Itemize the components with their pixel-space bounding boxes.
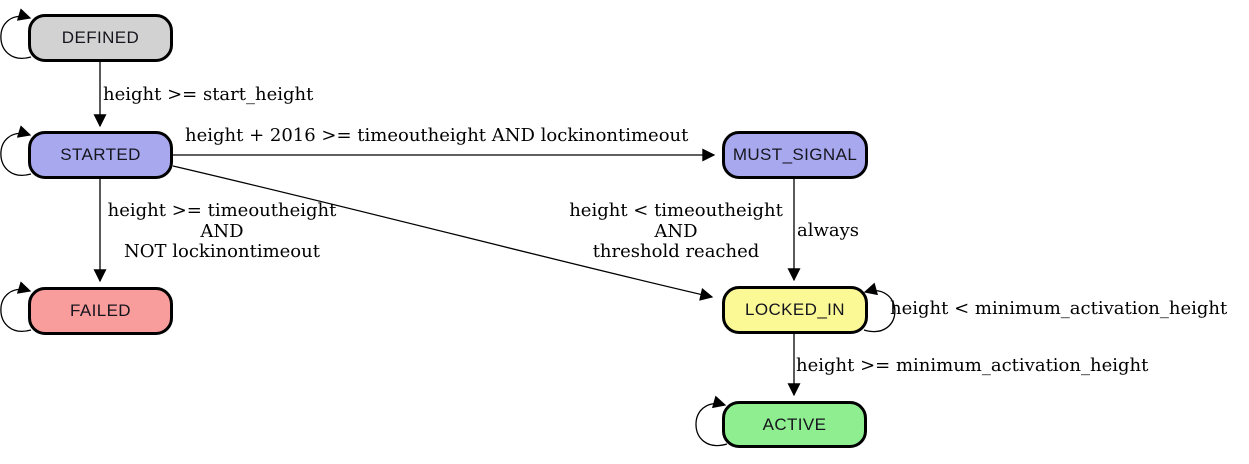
edge-label-line: NOT lockinontimeout xyxy=(124,241,320,262)
self-loop-locked-in xyxy=(863,282,896,333)
state-label-started: STARTED xyxy=(60,145,141,164)
edge-label-lockedin-self-loop: height < minimum_activation_height xyxy=(890,298,1228,319)
edge-started-to-lockedin xyxy=(172,165,714,301)
state-label-active: ACTIVE xyxy=(762,414,827,434)
state-node-locked-in: LOCKED_IN xyxy=(722,286,868,334)
state-node-defined: DEFINED xyxy=(28,14,173,62)
edge-label-defined-to-started: height >= start_height xyxy=(103,84,314,105)
edge-label-started-to-lockedin: height < timeoutheight AND threshold rea… xyxy=(569,200,783,263)
edge-label-lockedin-to-active: height >= minimum_activation_height xyxy=(796,355,1149,376)
edge-label-started-to-mustsignal: height + 2016 >= timeoutheight AND locki… xyxy=(185,125,689,146)
self-loop-failed xyxy=(0,281,32,332)
edge-label-mustsignal-to-lockedin: always xyxy=(797,220,860,241)
state-label-failed: FAILED xyxy=(70,301,131,320)
state-node-active: ACTIVE xyxy=(722,401,867,448)
state-node-failed: FAILED xyxy=(28,287,173,335)
self-loop-active xyxy=(695,395,728,447)
state-label-defined: DEFINED xyxy=(61,28,140,47)
self-loop-defined xyxy=(0,8,32,59)
edge-label-line: height < timeoutheight xyxy=(569,200,783,221)
edge-label-line: AND xyxy=(200,220,244,242)
state-label-locked-in: LOCKED_IN xyxy=(745,300,845,319)
edge-label-line: AND xyxy=(654,220,698,242)
state-node-started: STARTED xyxy=(28,131,173,179)
edge-label-started-to-failed: height >= timeoutheight AND NOT lockinon… xyxy=(107,200,337,263)
state-node-must-signal: MUST_SIGNAL xyxy=(722,131,868,179)
edge-label-line: threshold reached xyxy=(592,241,760,262)
edge-label-line: height >= timeoutheight xyxy=(107,200,337,221)
state-label-must-signal: MUST_SIGNAL xyxy=(732,145,858,164)
self-loop-started xyxy=(0,125,32,176)
